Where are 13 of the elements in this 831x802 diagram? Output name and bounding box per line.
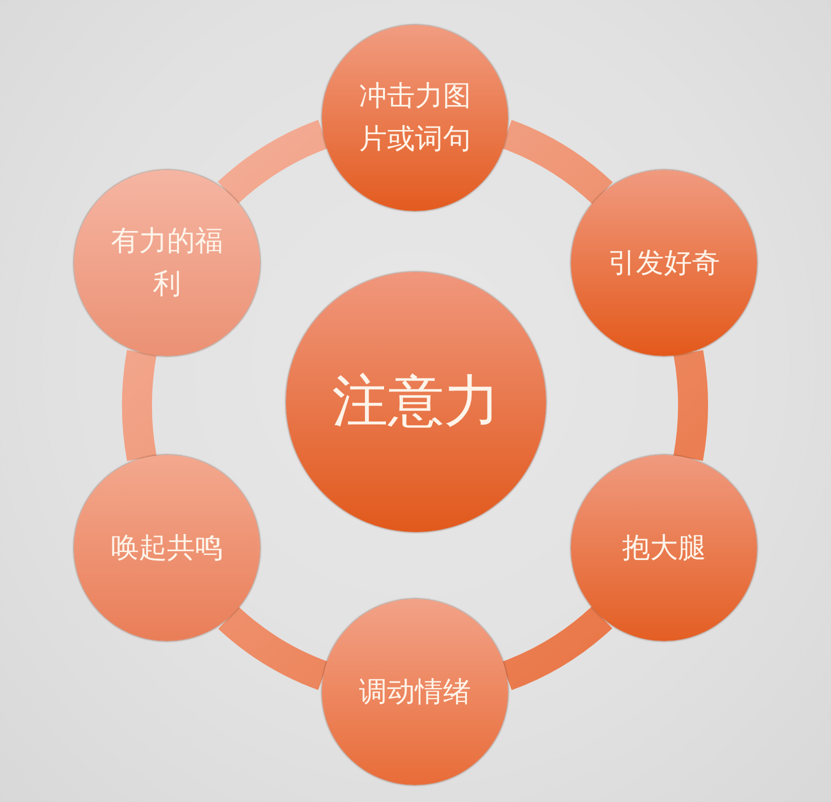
circle-label: 引发好奇 — [607, 244, 721, 281]
ring-segment — [218, 120, 330, 204]
circle-label: 唤起共鸣 — [110, 530, 224, 566]
circle-label: 冲击力图片或词句 — [358, 78, 472, 157]
circle-label: 注意力 — [331, 368, 501, 436]
circle-label: 有力的福利 — [110, 223, 224, 302]
circle-label: 调动情绪 — [358, 674, 472, 710]
ring-segment — [122, 350, 157, 460]
ring-segment — [673, 350, 708, 460]
ring-segment — [500, 120, 612, 205]
ring-segment — [218, 606, 330, 690]
circle-label: 抱大腿 — [621, 530, 707, 566]
ring-segment — [500, 606, 612, 690]
